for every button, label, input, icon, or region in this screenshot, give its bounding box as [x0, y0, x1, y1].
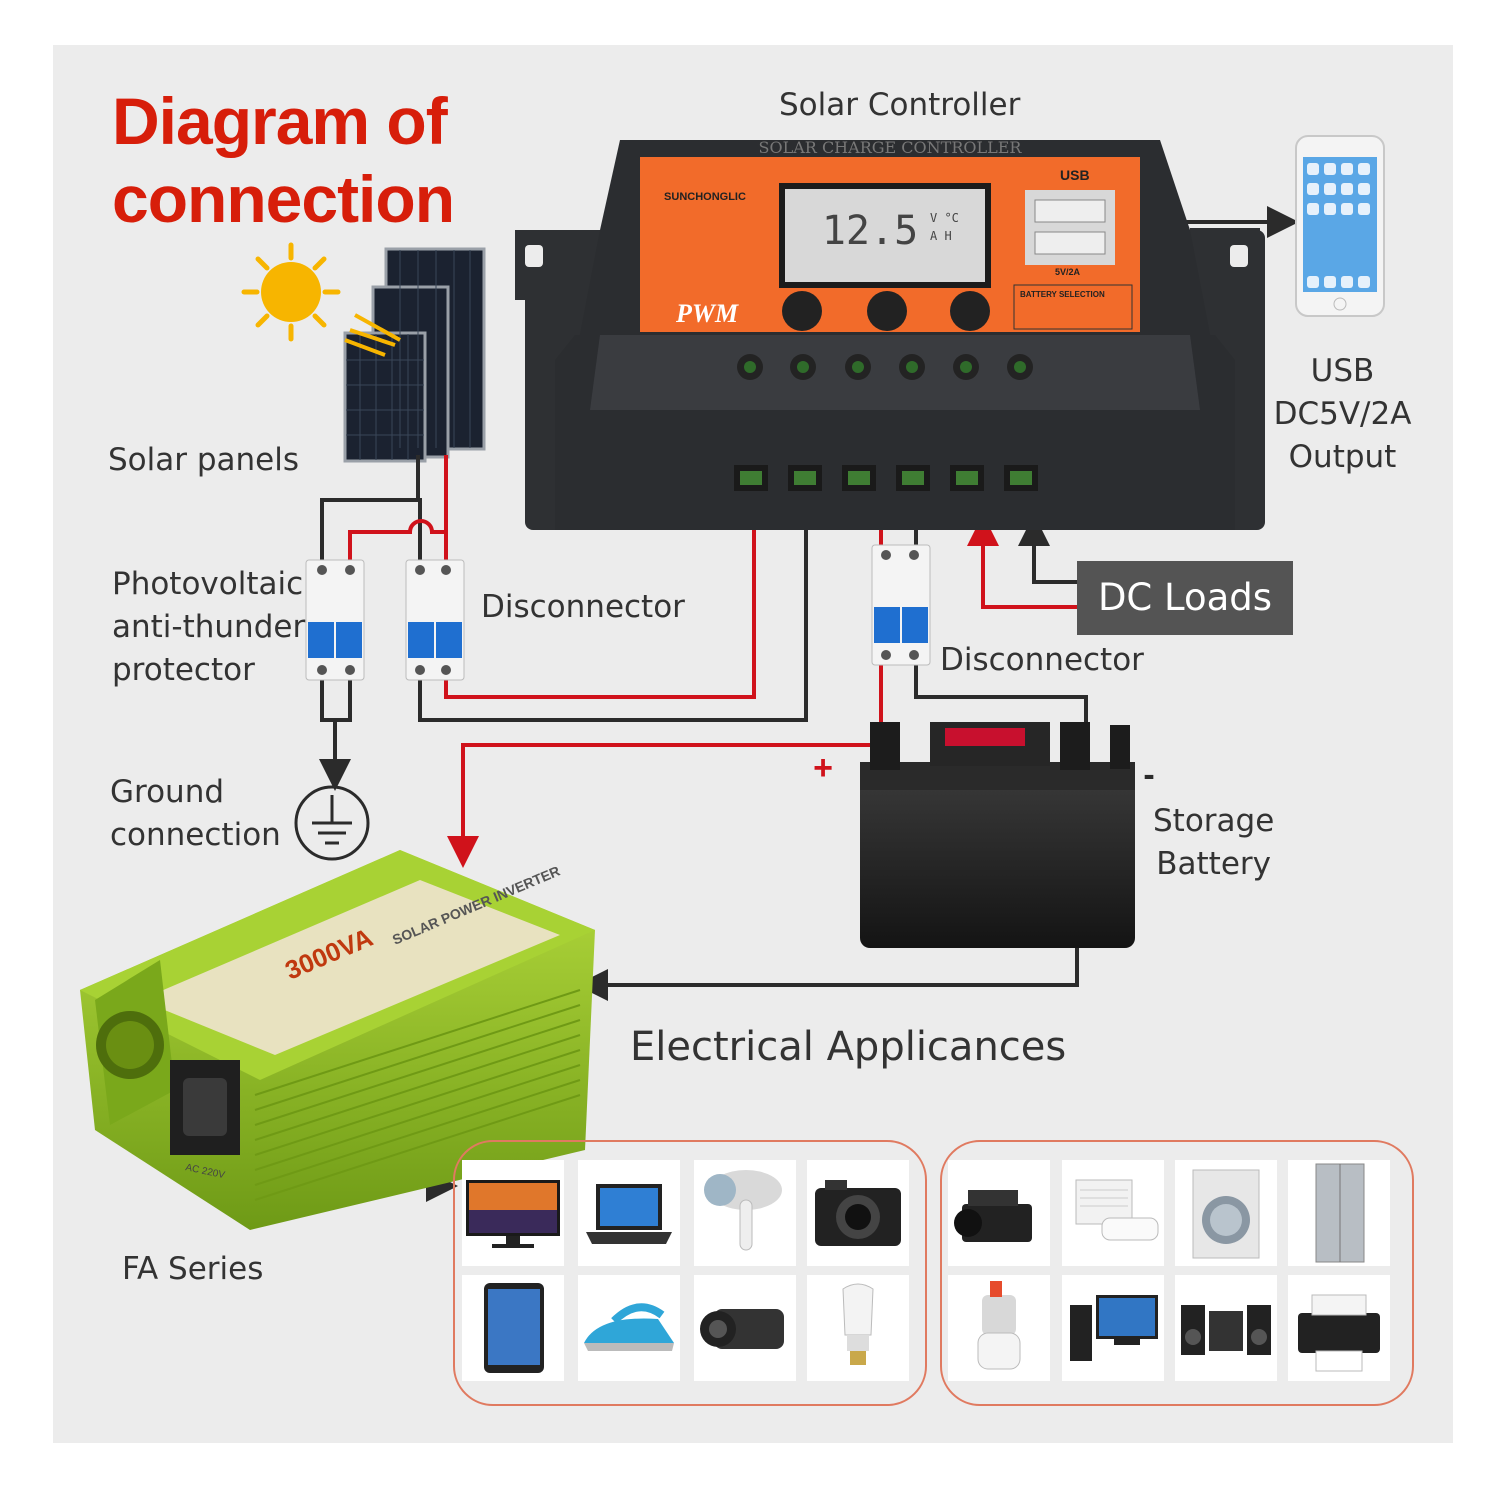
protector-label-line-3: protector [112, 652, 255, 688]
usb-label-line-1: USB [1310, 353, 1375, 389]
solar-panels-label: Solar panels [108, 442, 300, 478]
svg-text:5V/2A: 5V/2A [1055, 267, 1081, 277]
ground-label-line-1: Ground [110, 774, 225, 810]
hair-dryer-icon [694, 1160, 796, 1266]
dc-loads-label: DC Loads [1077, 561, 1293, 635]
title-line-2: connection [112, 162, 455, 236]
usb-label-line-2: DC5V/2A [1273, 396, 1412, 432]
inverter-icon: 3000VA SOLAR POWER INVERTER AC 220V [80, 850, 595, 1230]
tv-icon [462, 1160, 564, 1266]
camcorder-icon [694, 1275, 796, 1381]
ground-label-line-2: connection [110, 817, 281, 853]
appliances-group-right [940, 1140, 1414, 1406]
desktop-computer-icon [1062, 1275, 1164, 1381]
electrical-appliances-label: Electrical Applicances [630, 1024, 1067, 1070]
usb-output-label: USB DC5V/2A Output [1270, 350, 1415, 479]
stereo-icon [1175, 1275, 1277, 1381]
battery-label-line-1: Storage [1153, 803, 1275, 839]
svg-text:A H: A H [930, 229, 952, 243]
sun-icon [241, 242, 341, 342]
disconnector-left-label: Disconnector [481, 589, 685, 625]
tablet-icon [462, 1275, 564, 1381]
iron-icon [578, 1275, 680, 1381]
lightbulb-icon [807, 1275, 909, 1381]
disconnector-breaker-right-icon [871, 544, 931, 666]
protector-label-line-1: Photovoltaic [112, 566, 304, 602]
appliances-group-left [453, 1140, 927, 1406]
laptop-icon [578, 1160, 680, 1266]
svg-text:V °C: V °C [930, 211, 959, 225]
storage-battery-icon [860, 722, 1135, 948]
diagram-title: Diagram of connection [112, 82, 455, 238]
svg-text:SOLAR CHARGE CONTROLLER: SOLAR CHARGE CONTROLLER [759, 138, 1023, 157]
protector-label-line-2: anti-thunder [112, 609, 306, 645]
ground-connection-label: Ground connection [110, 771, 281, 857]
solar-panels-icon [343, 247, 486, 463]
protector-breaker-icon [305, 559, 365, 681]
juicer-icon [948, 1275, 1050, 1381]
disconnector-right-label: Disconnector [940, 642, 1144, 678]
storage-battery-label: Storage Battery [1153, 800, 1274, 886]
battery-minus-label: - [1143, 756, 1154, 794]
battery-label-line-2: Battery [1156, 846, 1272, 882]
camera-icon [807, 1160, 909, 1266]
fa-series-label: FA Series [122, 1251, 264, 1287]
battery-plus-label: + [813, 749, 833, 787]
solar-controller-icon: SOLAR CHARGE CONTROLLER SUNCHONGLIC PWM … [515, 138, 1265, 530]
washing-machine-icon [1175, 1160, 1277, 1266]
protector-label: Photovoltaic anti-thunder protector [112, 563, 305, 692]
solar-controller-label: Solar Controller [779, 87, 1021, 123]
ground-symbol-icon [294, 785, 370, 861]
smartphone-icon [1295, 135, 1385, 317]
svg-text:PWM: PWM [675, 299, 739, 328]
usb-label-line-3: Output [1288, 439, 1397, 475]
air-conditioner-icon [1062, 1160, 1164, 1266]
svg-text:12.5: 12.5 [822, 208, 918, 254]
refrigerator-icon [1288, 1160, 1390, 1266]
printer-icon [1288, 1275, 1390, 1381]
pro-camcorder-icon [948, 1160, 1050, 1266]
svg-text:USB: USB [1060, 167, 1090, 183]
disconnector-breaker-left-icon [405, 559, 465, 681]
svg-text:BATTERY SELECTION: BATTERY SELECTION [1020, 290, 1105, 299]
svg-text:SUNCHONGLIC: SUNCHONGLIC [664, 191, 746, 203]
title-line-1: Diagram of [112, 84, 448, 158]
